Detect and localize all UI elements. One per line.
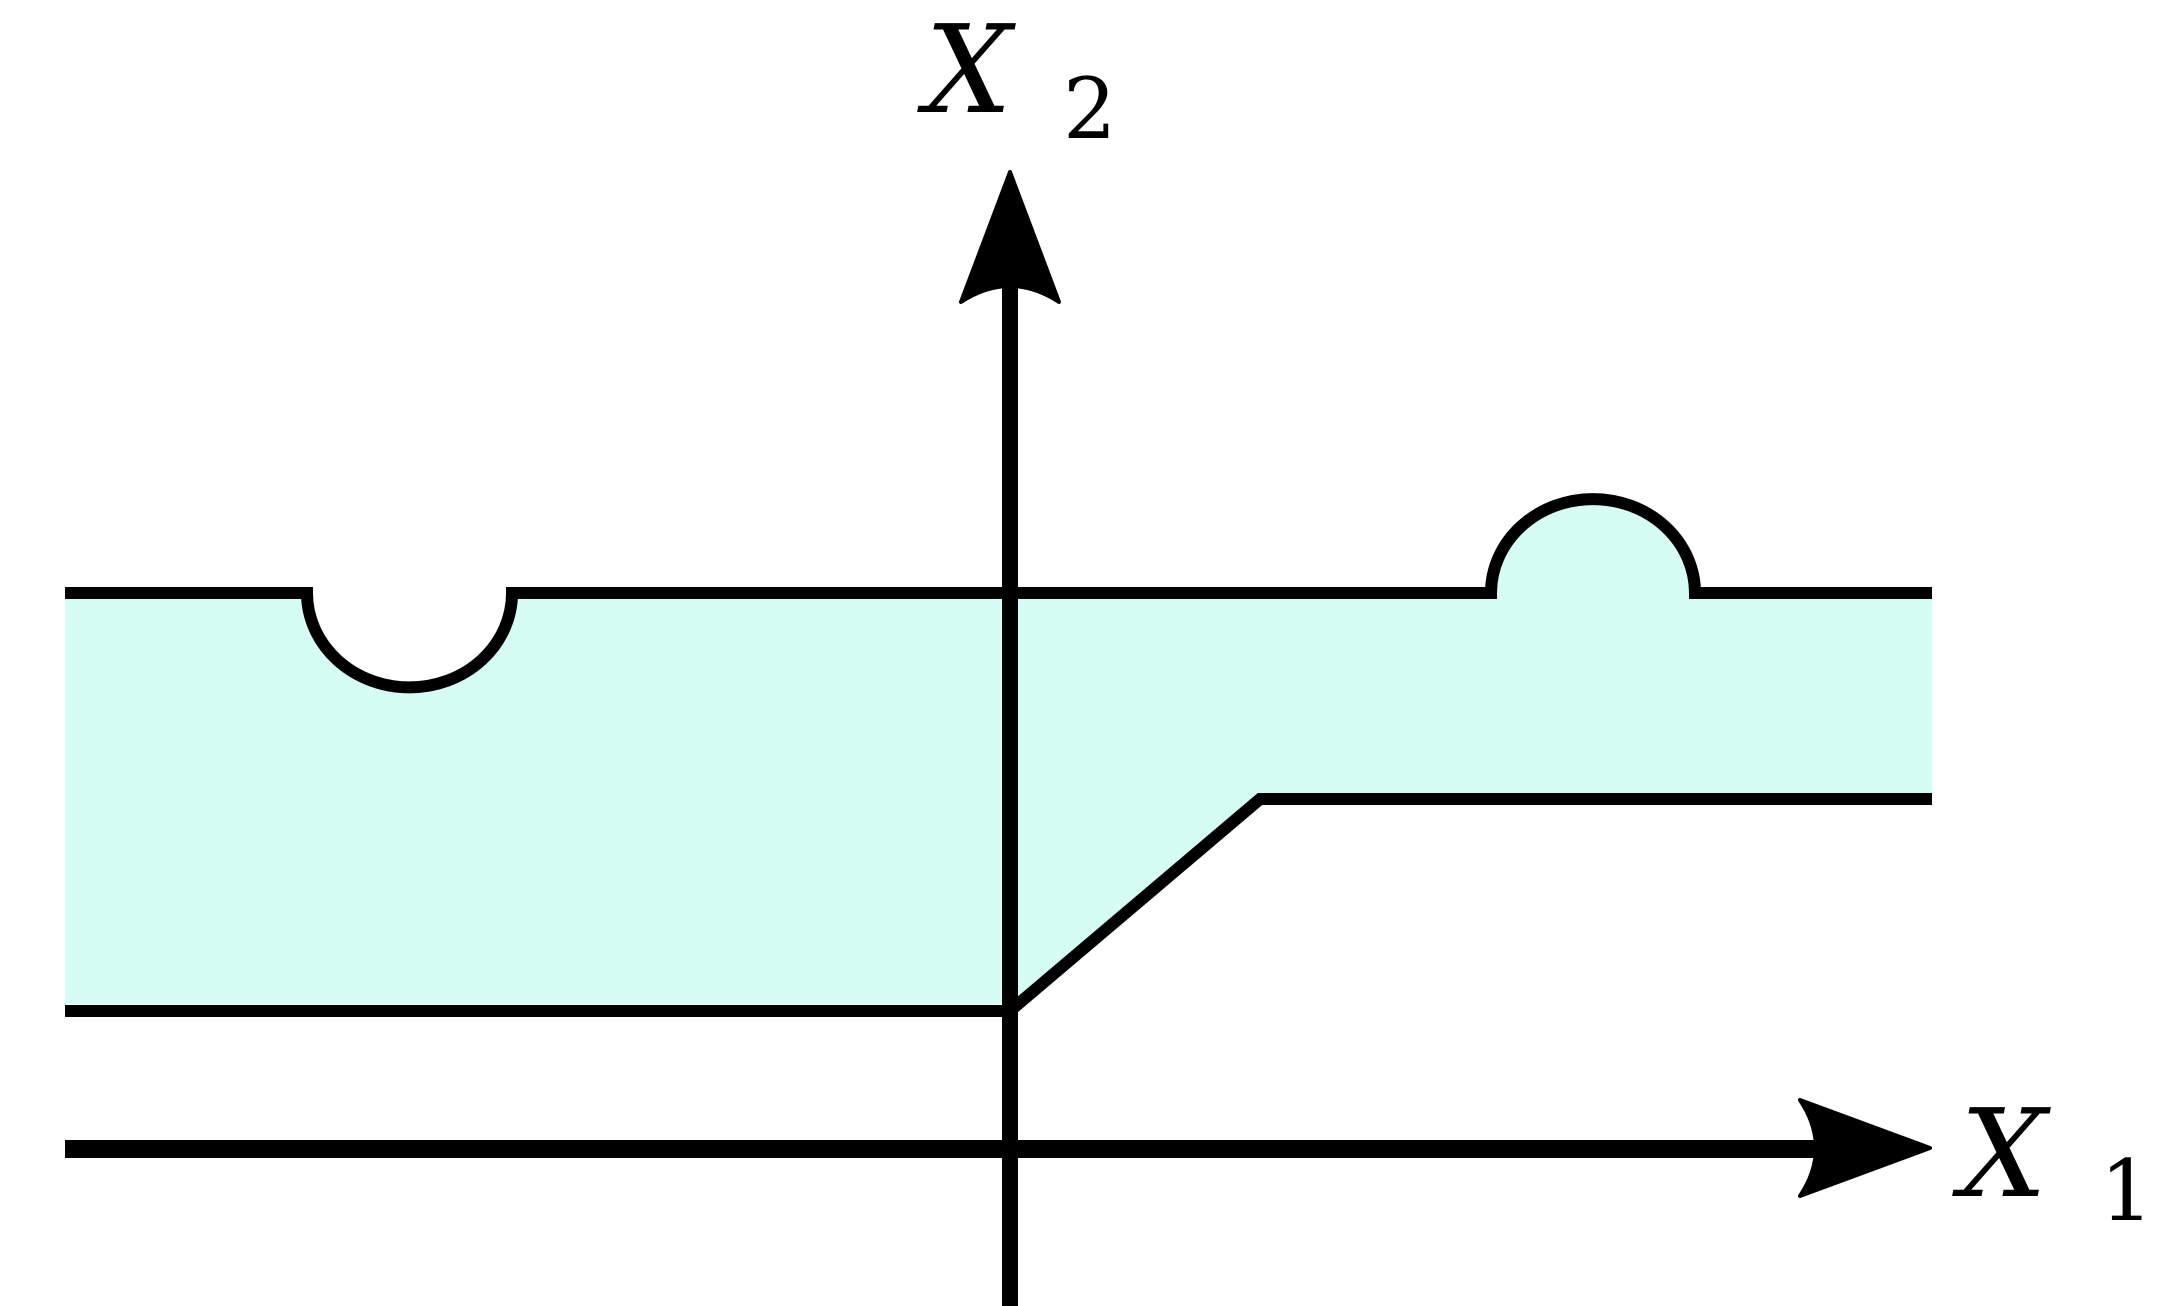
domain-region — [65, 499, 1932, 1004]
upper-boundary — [65, 493, 1932, 694]
y-axis-subscript: 2 — [1063, 60, 1116, 158]
x-axis-subscript: 1 — [2100, 1142, 2153, 1240]
y-axis-label: X — [917, 0, 1016, 141]
lower-boundary — [65, 793, 1932, 1017]
x-axis-arrowhead — [1798, 1098, 1932, 1198]
y-axis-arrowhead — [959, 170, 1061, 304]
x-axis-label: X — [1952, 1083, 2051, 1225]
